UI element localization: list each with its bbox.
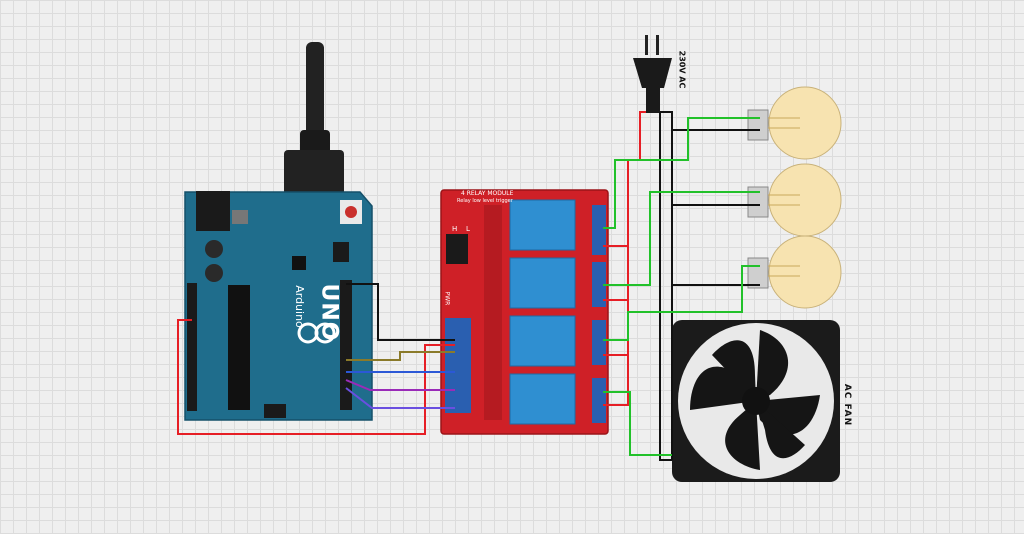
ac-fan: [672, 320, 840, 482]
relay-3: [509, 315, 576, 367]
bulb-2: [747, 163, 842, 237]
bulb-3: [747, 235, 842, 309]
wire-black-neutral: [659, 111, 760, 461]
wire-red-5v: [177, 319, 455, 435]
wire-green-loads: [603, 117, 760, 456]
arduino-uno-board: [184, 191, 373, 421]
wire-red-live: [603, 111, 646, 406]
wire-black-gnd: [346, 283, 455, 341]
wire-olive-signal: [346, 351, 455, 361]
relay-4: [509, 373, 576, 425]
relay-2: [509, 257, 576, 309]
relay-1: [509, 199, 576, 251]
relay-module-board: [440, 189, 609, 435]
bulb-1: [747, 86, 842, 160]
power-plug: [633, 35, 672, 113]
wire-violet-signal: [345, 387, 455, 409]
reset-button[interactable]: [345, 206, 357, 218]
wire-purple-signal: [345, 379, 455, 391]
